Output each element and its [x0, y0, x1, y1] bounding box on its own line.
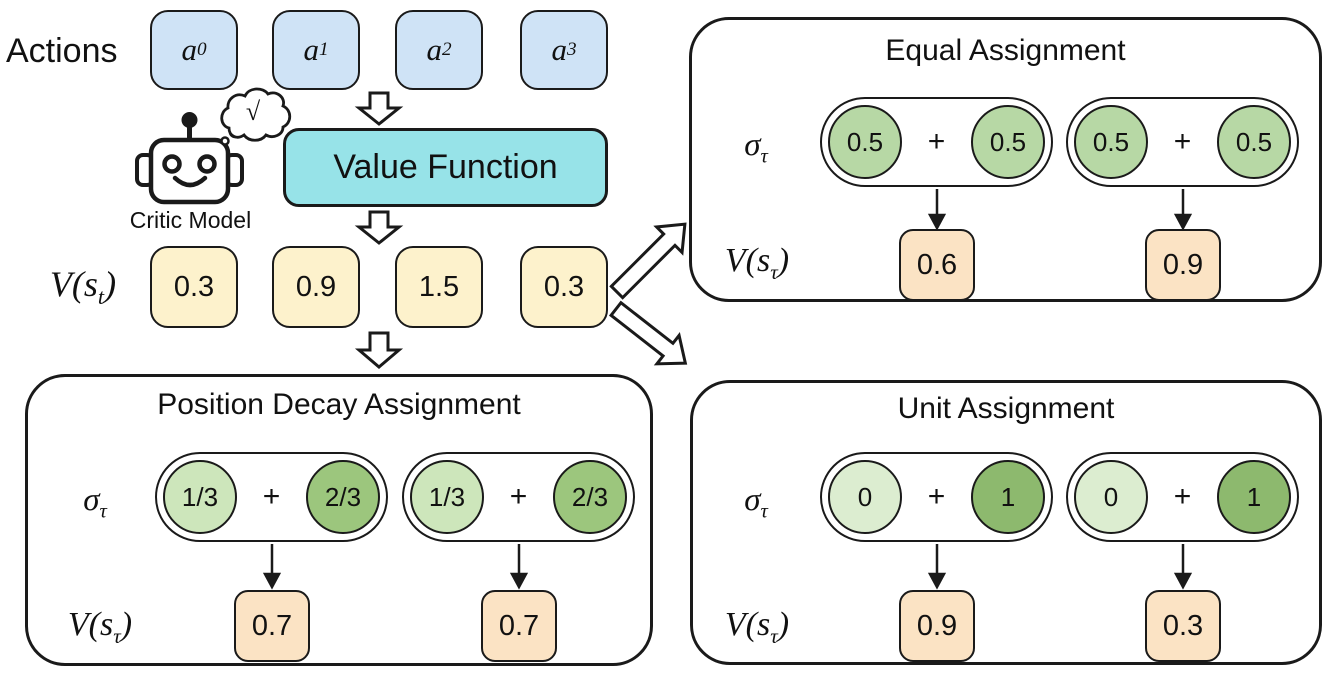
- v-stau-label-equal: V(sτ): [724, 242, 790, 284]
- check-mark: √: [245, 97, 261, 126]
- flow-arrow-actions-to-value-function-icon: [354, 91, 404, 126]
- weight-circle: 2/3: [306, 460, 380, 534]
- flow-arrow-values-to-position-decay-icon: [354, 331, 404, 369]
- weight-group: 0.5 + 0.5: [1066, 97, 1299, 187]
- weight-circle: 1: [1217, 460, 1291, 534]
- weight-circle: 1/3: [410, 460, 484, 534]
- weight-circle: 2/3: [553, 460, 627, 534]
- value-function-box: Value Function: [283, 128, 608, 207]
- result-box: 0.9: [899, 590, 975, 662]
- v-stau-label-unit: V(sτ): [724, 606, 790, 648]
- weight-circle: 0: [1074, 460, 1148, 534]
- action-label: a: [181, 32, 197, 67]
- action-label: a: [426, 32, 442, 67]
- assign-arrow-unit-1-icon: [927, 544, 947, 590]
- weight-group: 0 + 1: [1066, 452, 1299, 542]
- sigma-label-unit: στ: [744, 482, 768, 523]
- actions-label: Actions: [6, 32, 118, 70]
- assign-arrow-unit-2-icon: [1173, 544, 1193, 590]
- critic-model-label: Critic Model: [129, 207, 252, 233]
- v-stau-label-position: V(sτ): [67, 606, 133, 648]
- sigma-label-equal: στ: [744, 127, 768, 168]
- position-decay-title: Position Decay Assignment: [157, 388, 521, 421]
- value-box-0: 0.3: [150, 246, 238, 328]
- action-label: a: [551, 32, 567, 67]
- weight-group: 1/3 + 2/3: [155, 452, 388, 542]
- flow-arrow-values-to-equal-icon: [609, 222, 687, 300]
- action-label: a: [303, 32, 319, 67]
- weight-group: 0 + 1: [820, 452, 1053, 542]
- flow-arrow-values-to-unit-icon: [608, 300, 688, 366]
- plus-sign: +: [927, 125, 946, 158]
- sigma-label-position: στ: [83, 482, 107, 523]
- weight-circle: 0.5: [1217, 105, 1291, 179]
- weight-circle: 0.5: [1074, 105, 1148, 179]
- value-box-3: 0.3: [520, 246, 608, 328]
- plus-sign: +: [1173, 125, 1192, 158]
- assign-arrow-position-1-icon: [262, 544, 282, 590]
- v-st-label: V(st): [49, 264, 117, 310]
- weight-group: 1/3 + 2/3: [402, 452, 635, 542]
- unit-assignment-panel: [690, 380, 1322, 665]
- weight-circle: 0.5: [828, 105, 902, 179]
- weight-group: 0.5 + 0.5: [820, 97, 1053, 187]
- assign-arrow-equal-1-icon: [927, 189, 947, 231]
- flow-arrow-value-function-to-values-icon: [354, 210, 404, 245]
- result-box: 0.7: [481, 590, 557, 662]
- result-box: 0.9: [1145, 229, 1221, 301]
- weight-circle: 1/3: [163, 460, 237, 534]
- plus-sign: +: [509, 480, 528, 513]
- weight-circle: 1: [971, 460, 1045, 534]
- plus-sign: +: [927, 480, 946, 513]
- result-box: 0.7: [234, 590, 310, 662]
- result-box: 0.6: [899, 229, 975, 301]
- weight-circle: 0.5: [971, 105, 1045, 179]
- assign-arrow-equal-2-icon: [1173, 189, 1193, 231]
- unit-assignment-title: Unit Assignment: [897, 392, 1115, 425]
- equal-assignment-title: Equal Assignment: [885, 34, 1126, 67]
- equal-assignment-panel: [689, 17, 1322, 302]
- value-box-1: 0.9: [272, 246, 360, 328]
- robot-icon: [135, 112, 244, 205]
- plus-sign: +: [262, 480, 281, 513]
- result-box: 0.3: [1145, 590, 1221, 662]
- value-box-2: 1.5: [395, 246, 483, 328]
- assign-arrow-position-2-icon: [509, 544, 529, 590]
- position-decay-panel: [25, 374, 653, 666]
- value-function-label: Value Function: [333, 148, 558, 186]
- weight-circle: 0: [828, 460, 902, 534]
- thought-bubble-icon: [220, 87, 292, 146]
- plus-sign: +: [1173, 480, 1192, 513]
